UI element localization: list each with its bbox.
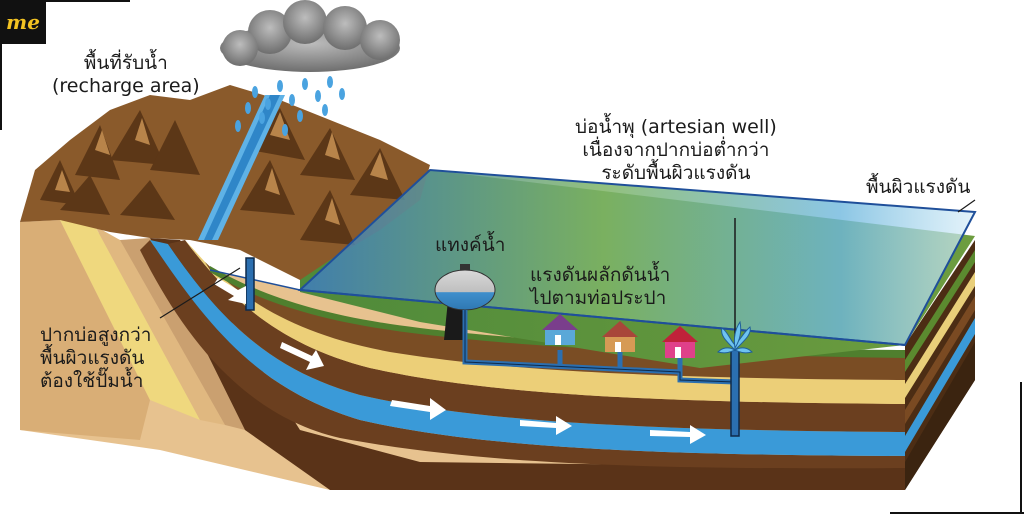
pressure-pipe-label-line: ไปตามท่อประปา [530, 287, 667, 309]
block-side-face [905, 240, 975, 490]
pressure-pipe-label-line: แรงดันผลักดันน้ำ [530, 264, 671, 286]
recharge-mountains [20, 85, 430, 280]
frame-line-top [0, 0, 130, 2]
frame-line-left [0, 0, 2, 130]
house-icon [662, 326, 698, 358]
artesian-well-label-line: เนื่องจากปากบ่อต่ำกว่า [582, 139, 770, 161]
flow-arrow-icon [214, 278, 706, 444]
pressure-pipe-label: แรงดันผลักดันน้ำ ไปตามท่อประปา [530, 264, 670, 310]
water-tank-icon [434, 264, 496, 340]
recharge-area-label-line: พื้นที่รับน้ำ [83, 52, 168, 74]
recharge-area-label-line: (recharge area) [52, 75, 200, 97]
water-tank-label: แทงค์น้ำ [435, 234, 506, 256]
artesian-well-label: บ่อน้ำพุ (artesian well) เนื่องจากปากบ่อ… [575, 116, 777, 185]
frame-line-bottom [890, 512, 1024, 514]
pump-well-label: ปากบ่อสูงกว่า พื้นผิวแรงดัน ต้องใช้ปั๊มน… [40, 324, 151, 393]
recharge-area-label: พื้นที่รับน้ำ (recharge area) [52, 52, 200, 98]
pump-well-label-line: ปากบ่อสูงกว่า [40, 324, 152, 346]
artesian-well-label-line: บ่อน้ำพุ (artesian well) [575, 116, 777, 138]
leader-lines [159, 199, 976, 319]
pump-well-label-line: พื้นผิวแรงดัน [40, 347, 145, 369]
pumped-well [245, 257, 255, 311]
pump-well-label-line: ต้องใช้ปั๊มน้ำ [40, 370, 144, 392]
pressure-surface-label: พื้นผิวแรงดัน [866, 176, 971, 198]
house-icon [542, 314, 578, 345]
fountain-icon [717, 320, 753, 354]
artesian-well-label-line: ระดับพื้นผิวแรงดัน [601, 162, 751, 184]
pipe-outline [464, 310, 736, 383]
frame-line-right [1020, 382, 1022, 514]
rain-cloud-icon [220, 0, 400, 136]
house-icon [602, 321, 638, 352]
brand-logo-text: me [6, 10, 40, 34]
brand-logo: me [0, 0, 46, 44]
